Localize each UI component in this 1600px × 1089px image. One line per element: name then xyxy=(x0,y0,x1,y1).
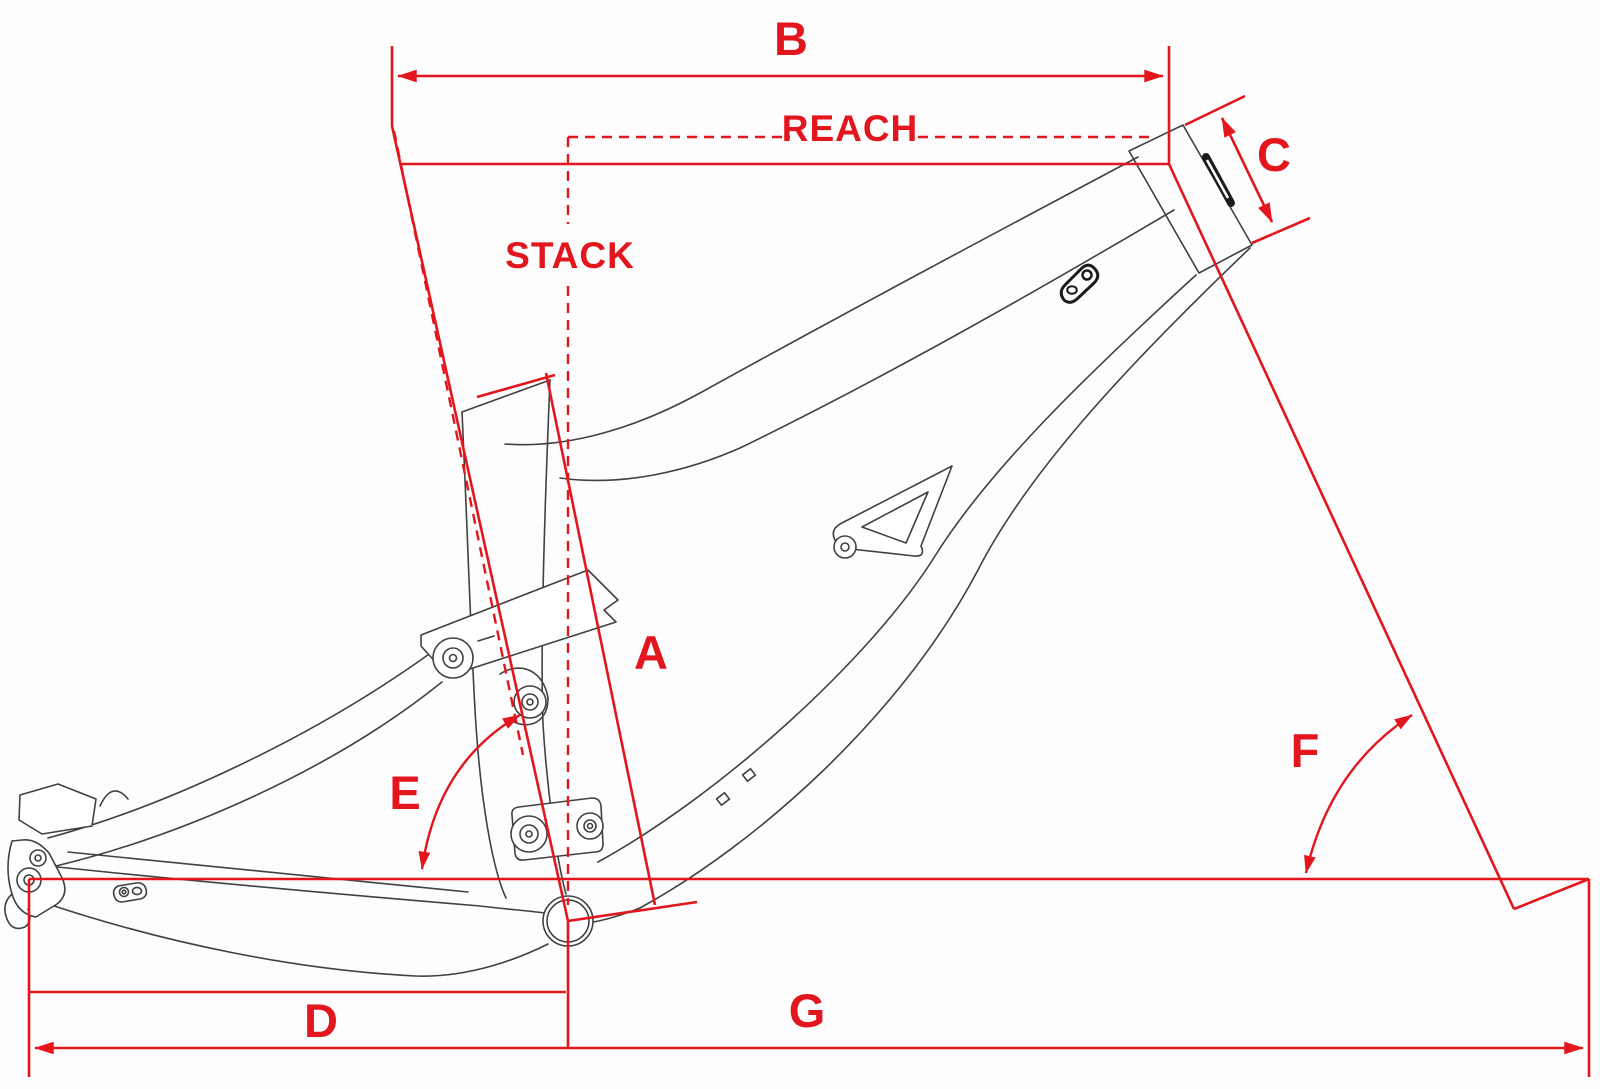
e-angle-arc xyxy=(418,713,521,870)
f-angle-arc xyxy=(1304,713,1413,874)
bottle-boss xyxy=(741,767,757,783)
a-dimension-line xyxy=(544,372,657,906)
a-tick-top xyxy=(476,373,556,399)
steering-axis-closing xyxy=(1513,877,1590,911)
label-d: D xyxy=(304,994,338,1047)
shock-mount-bracket xyxy=(832,465,953,559)
seat-tube-dashed-line xyxy=(392,130,525,756)
steering-axis-line xyxy=(1167,163,1516,910)
down-tube-upper-edge xyxy=(597,274,1197,863)
chain-stay-lower-edge xyxy=(41,901,549,977)
seat-stay-lower-edge xyxy=(55,681,443,867)
label-reach: REACH xyxy=(782,108,919,149)
chain-stay-inner-line xyxy=(67,851,469,893)
cable-port xyxy=(1059,263,1100,304)
bottle-boss xyxy=(715,791,731,807)
c-extension-top xyxy=(1184,94,1246,127)
seat-tube-top-face xyxy=(461,379,551,413)
label-g: G xyxy=(789,984,826,1037)
label-a: A xyxy=(634,626,668,679)
dimension-labels: B REACH STACK C A E F D G xyxy=(304,12,1319,1047)
chain-stay-upper-edge xyxy=(47,865,546,914)
label-f: F xyxy=(1291,724,1320,777)
c-dimension-arrow xyxy=(1220,117,1274,223)
chainstay-hardware xyxy=(112,882,148,903)
label-b: B xyxy=(774,12,808,65)
seat-stay-upper-edge xyxy=(47,651,433,839)
a-tick-bottom xyxy=(567,900,698,923)
label-stack: STACK xyxy=(505,235,635,276)
rear-dropout xyxy=(4,783,97,930)
label-c: C xyxy=(1257,128,1291,181)
top-tube-upper-edge xyxy=(504,156,1139,446)
seat-stay-brake-tab xyxy=(99,790,129,807)
head-tube xyxy=(1128,124,1253,274)
down-tube-lower-edge xyxy=(591,247,1251,923)
label-e: E xyxy=(389,766,420,819)
seat-angle-line xyxy=(390,125,570,922)
c-extension-bottom xyxy=(1251,216,1311,245)
head-tube-port-slot xyxy=(1205,159,1230,199)
lower-link xyxy=(510,797,604,861)
top-tube-lower-edge xyxy=(559,209,1175,482)
dimension-annotations xyxy=(27,46,1591,1077)
